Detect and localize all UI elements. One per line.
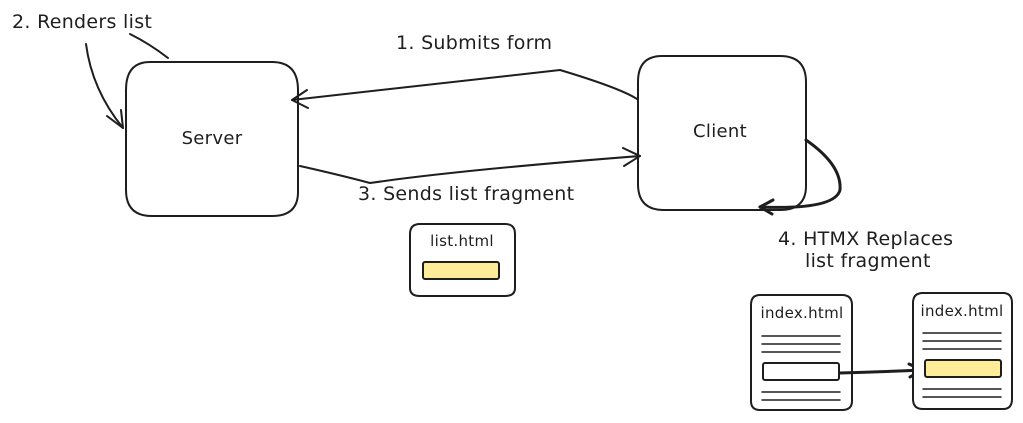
page-before-file: index.html xyxy=(750,294,853,411)
send-fragment-arrow xyxy=(299,147,641,184)
fragment-block xyxy=(422,261,500,280)
step-4-label-line2: list fragment xyxy=(805,250,931,272)
submit-form-arrow xyxy=(291,69,638,109)
step-4-label-line1: 4. HTMX Replaces xyxy=(778,228,953,250)
page-before-name: index.html xyxy=(761,304,844,322)
client-box xyxy=(637,55,807,211)
new-fragment-slot xyxy=(924,359,1002,378)
fragment-file: list.html xyxy=(409,223,516,297)
client-label: Client xyxy=(693,121,747,142)
page-after-name: index.html xyxy=(921,302,1004,320)
server-label: Server xyxy=(182,128,243,149)
server-box xyxy=(125,61,299,217)
step-2-label: 2. Renders list xyxy=(12,11,152,33)
htmx-replace-arrow xyxy=(758,138,842,216)
step-1-label: 1. Submits form xyxy=(396,32,552,54)
client-node: Client xyxy=(637,55,807,211)
step-3-label: 3. Sends list fragment xyxy=(358,183,574,205)
server-node: Server xyxy=(125,61,299,217)
fragment-file-name: list.html xyxy=(430,232,494,250)
renders-list-arrow xyxy=(85,33,169,129)
page-after-file: index.html xyxy=(912,292,1013,410)
old-fragment-slot xyxy=(762,362,840,381)
